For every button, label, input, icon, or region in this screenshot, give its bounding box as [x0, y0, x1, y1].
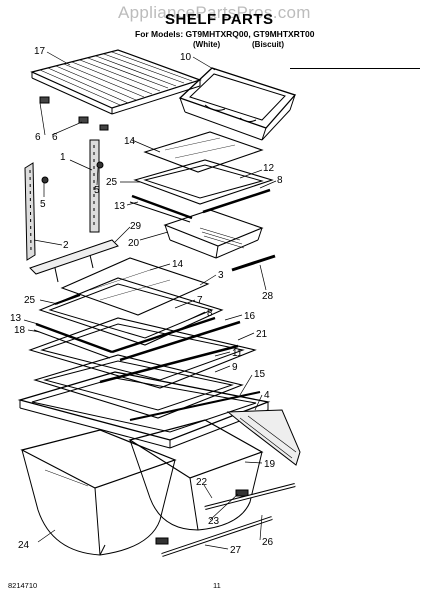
callout-11: 11	[232, 348, 243, 359]
callout-29: 29	[130, 221, 142, 232]
rods-26-27	[161, 483, 296, 557]
callout-16: 16	[244, 311, 256, 322]
trim-13-8-upper	[129, 188, 271, 223]
screws-5	[41, 161, 104, 184]
variant-biscuit: (Biscuit)	[252, 40, 284, 49]
variant-white: (White)	[193, 40, 221, 49]
side-bracket-4	[226, 409, 301, 466]
glass-shelf-14-lower	[60, 257, 210, 316]
callout-26: 26	[262, 537, 274, 548]
callout-27: 27	[230, 545, 242, 556]
callout-13a: 13	[114, 201, 126, 212]
header-rule	[290, 68, 420, 69]
callout-9: 9	[232, 362, 238, 373]
page-number: 11	[213, 581, 221, 590]
callout-24: 24	[18, 540, 30, 551]
clips-22-23	[155, 489, 249, 545]
callout-19: 19	[264, 459, 276, 470]
shelf-frame-lower	[38, 277, 224, 346]
callout-5a: 5	[40, 199, 46, 210]
bracket-29	[29, 239, 119, 283]
callout-18: 18	[14, 325, 26, 336]
leader-lines	[23, 51, 277, 550]
callout-21: 21	[256, 329, 268, 340]
part-code: 8214710	[8, 581, 38, 590]
trims-lower	[33, 316, 241, 362]
rail-2	[24, 162, 36, 261]
callout-5b: 5	[94, 185, 100, 196]
callout-25b: 25	[24, 295, 36, 306]
glass-9	[33, 354, 244, 419]
rod-28	[231, 254, 276, 272]
glass-shelf-14-upper	[143, 131, 264, 173]
callout-15: 15	[254, 369, 266, 380]
wire-shelf-17	[30, 49, 202, 115]
callout-7: 7	[197, 295, 203, 306]
callout-8a: 8	[277, 175, 283, 186]
watermark: AppliancePartsPros.com	[118, 3, 311, 22]
crisper-20	[163, 209, 264, 259]
shelf-21-11	[28, 317, 257, 389]
callout-6a: 6	[35, 132, 41, 143]
callout-6b: 6	[52, 132, 58, 143]
callout-17: 17	[34, 46, 46, 57]
callout-2: 2	[63, 240, 69, 251]
rail-1	[89, 139, 100, 233]
page-title: SHELF PARTS	[165, 11, 274, 28]
callout-25a: 25	[106, 177, 118, 188]
drawer-10	[178, 67, 297, 141]
callout-23: 23	[208, 516, 220, 527]
shelf-frame-12	[133, 159, 274, 205]
callout-12: 12	[263, 163, 275, 174]
callout-1: 1	[60, 152, 66, 163]
callout-20: 20	[128, 238, 140, 249]
callout-labels: 17 10 6 6 14 1 12 25 8 5 5 13 29 20 2 14…	[10, 46, 283, 556]
cover-frame-15	[17, 371, 271, 449]
callout-14b: 14	[172, 259, 184, 270]
callout-13b: 13	[10, 313, 22, 324]
crisper-drawer-19	[128, 419, 264, 531]
callout-3: 3	[218, 270, 224, 281]
shelf-clips-6	[39, 96, 109, 131]
crisper-drawer-24	[20, 429, 177, 556]
callout-8b: 8	[207, 308, 213, 319]
callout-10: 10	[180, 52, 192, 63]
callout-22: 22	[196, 477, 208, 488]
callout-4: 4	[264, 390, 270, 401]
model-numbers: For Models: GT9MHTXRQ00, GT9MHTXRT00	[135, 29, 315, 39]
callout-28: 28	[262, 291, 274, 302]
callout-14a: 14	[124, 136, 136, 147]
